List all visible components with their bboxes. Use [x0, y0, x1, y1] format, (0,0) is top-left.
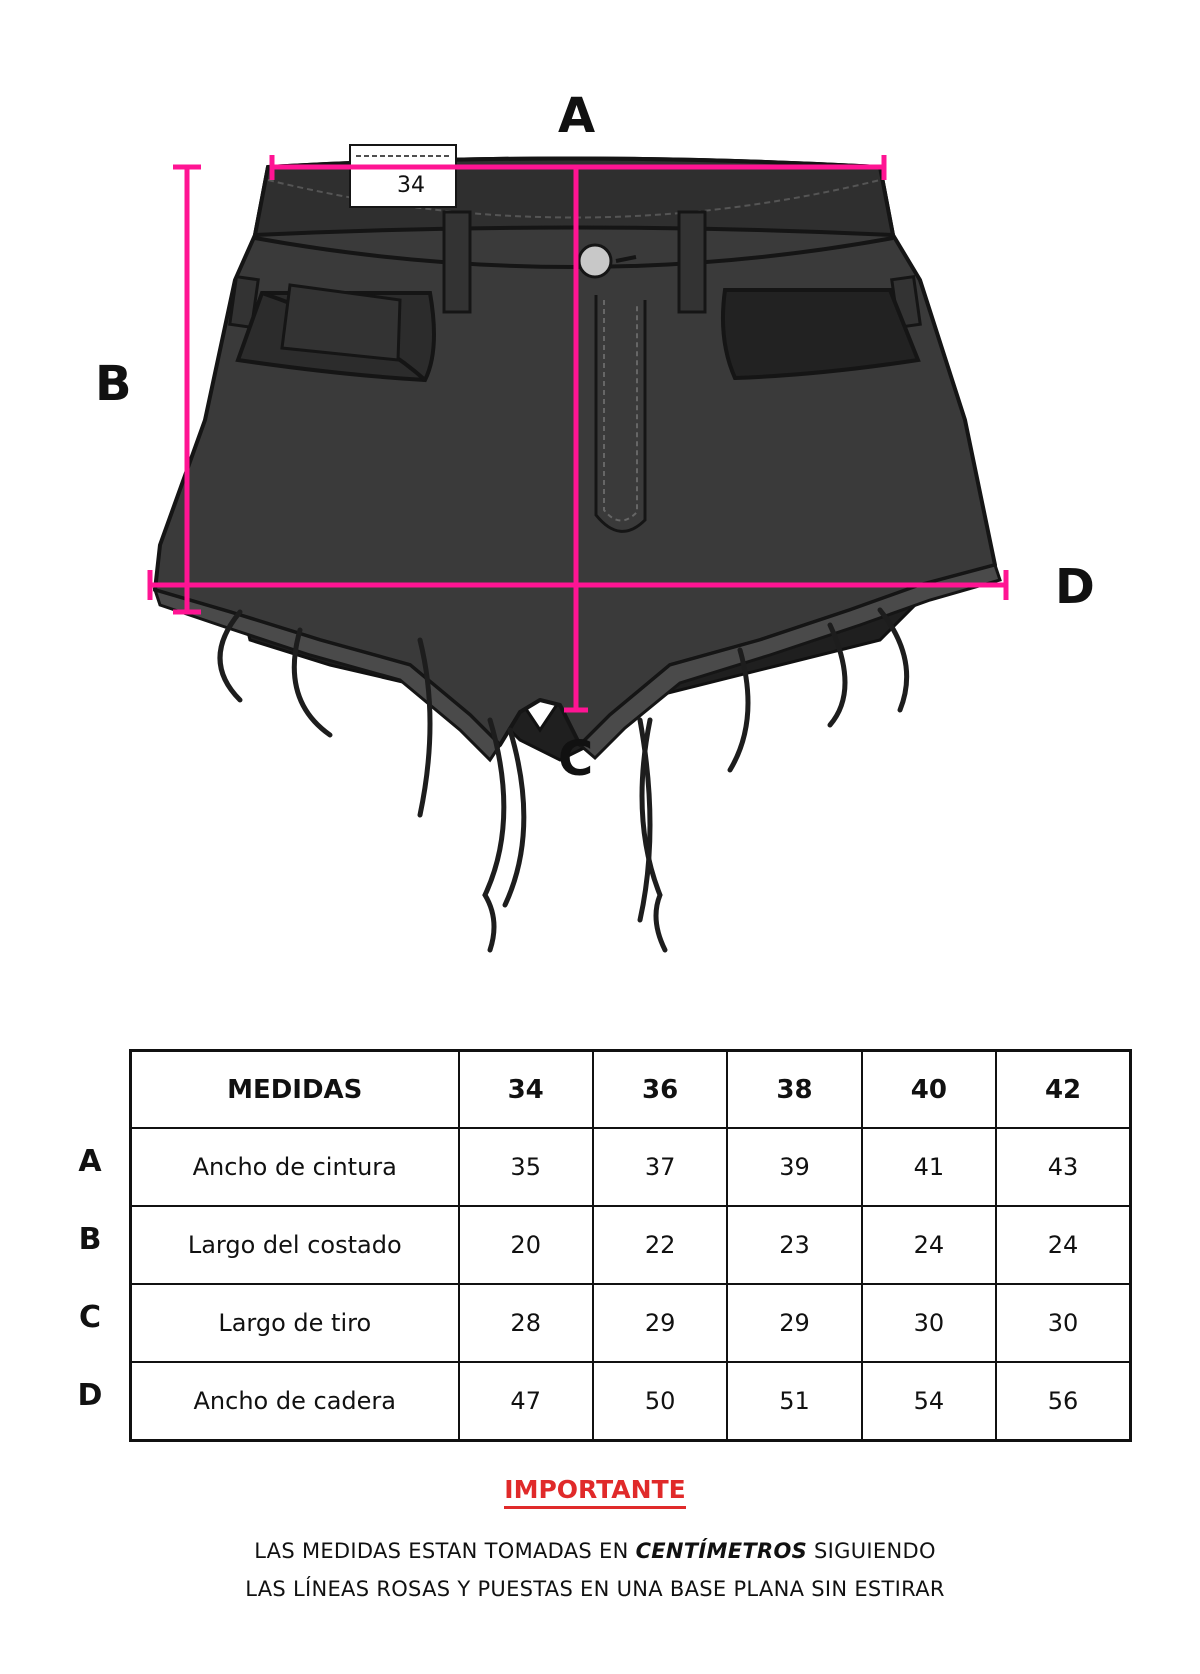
measure-label: Largo de tiro: [129, 1283, 460, 1363]
buttonhole: [615, 255, 637, 263]
fly-stitch-inner: [603, 300, 638, 522]
measure-value: 29: [591, 1283, 729, 1363]
belt-loop-side-left: [228, 275, 260, 329]
measure-value: 30: [860, 1283, 998, 1363]
measure-value: 28: [457, 1283, 594, 1363]
notice-line-1-start: LAS MEDIDAS ESTAN TOMADAS EN: [254, 1539, 636, 1563]
dimension-letter-d: D: [1055, 559, 1095, 615]
notice: IMPORTANTE LAS MEDIDAS ESTAN TOMADAS EN …: [0, 1475, 1190, 1601]
waistband-band: [267, 179, 881, 219]
measure-value: 35: [457, 1127, 594, 1207]
fly-stitch: [594, 295, 647, 533]
notice-line-2: LAS LÍNEAS ROSAS Y PUESTAS EN UNA BASE P…: [245, 1577, 945, 1601]
dimension-letter-b: B: [95, 356, 132, 412]
size-tag-text: 34: [397, 173, 425, 198]
button: [577, 243, 613, 279]
measure-value: 24: [995, 1205, 1132, 1285]
notice-title: IMPORTANTE: [504, 1475, 686, 1509]
hanging-threads: [217, 607, 910, 953]
header-measures: MEDIDAS: [129, 1049, 460, 1129]
table-row: Ancho de cintura 35 37 39 41 43: [129, 1127, 1132, 1207]
measure-value: 30: [995, 1283, 1132, 1363]
measure-value: 43: [995, 1127, 1132, 1207]
row-letter-c: C: [78, 1300, 102, 1335]
notice-line-1: LAS MEDIDAS ESTAN TOMADAS EN CENTÍMETROS…: [0, 1539, 1190, 1563]
table-row: Ancho de cadera 47 50 51 54 56: [129, 1361, 1132, 1442]
pocket-right: [720, 288, 921, 381]
row-letter-b: B: [78, 1222, 102, 1257]
header-size: 36: [591, 1049, 729, 1129]
measure-label: Ancho de cintura: [129, 1127, 460, 1207]
measure-value: 50: [591, 1361, 729, 1442]
belt-loop-left: [442, 210, 472, 314]
header-size: 42: [995, 1049, 1132, 1129]
measure-lines: [147, 155, 1009, 713]
header-size: 38: [726, 1049, 863, 1129]
measure-value: 20: [457, 1205, 594, 1285]
dimension-letter-c: C: [558, 731, 594, 787]
notice-emphasis: CENTÍMETROS: [635, 1539, 808, 1563]
header-size: 40: [860, 1049, 998, 1129]
shorts-diagram: 34: [147, 144, 1009, 953]
measure-label: Largo del costado: [129, 1205, 460, 1285]
measure-label: Ancho de cadera: [129, 1361, 460, 1442]
measure-value: 39: [726, 1127, 863, 1207]
row-letter-d: D: [77, 1378, 103, 1413]
measure-value: 37: [591, 1127, 729, 1207]
measure-value: 51: [726, 1361, 863, 1442]
coin-pocket: [280, 283, 402, 362]
belt-loop-right: [677, 210, 707, 314]
header-size: 34: [457, 1049, 594, 1129]
table-header-row: MEDIDAS 34 36 38 40 42: [129, 1049, 1132, 1129]
measure-value: 29: [726, 1283, 863, 1363]
measure-value: 41: [860, 1127, 998, 1207]
size-table: MEDIDAS 34 36 38 40 42 Ancho de cintura …: [129, 1049, 1132, 1442]
measure-value: 22: [591, 1205, 729, 1285]
table-row: Largo de tiro 28 29 29 30 30: [129, 1283, 1132, 1363]
dimension-letter-a: A: [558, 88, 596, 144]
measure-value: 47: [457, 1361, 594, 1442]
notice-line-1-end: SIGUIENDO: [807, 1539, 936, 1563]
measure-value: 24: [860, 1205, 998, 1285]
row-letter-a: A: [78, 1144, 102, 1179]
measure-value: 56: [995, 1361, 1132, 1442]
measure-value: 23: [726, 1205, 863, 1285]
table-row: Largo del costado 20 22 23 24 24: [129, 1205, 1132, 1285]
measure-value: 54: [860, 1361, 998, 1442]
